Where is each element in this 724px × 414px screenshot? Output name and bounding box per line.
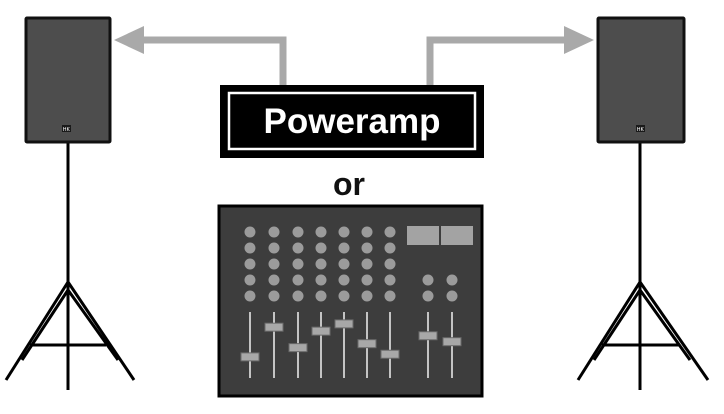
mixer-knob: [292, 290, 304, 302]
speaker-logo-text-left: HK: [63, 127, 71, 133]
mixer-knob: [244, 274, 256, 286]
mixer-display: [441, 226, 473, 245]
mixer-knob: [292, 242, 304, 254]
mixer-knob: [361, 258, 373, 270]
mixer-knob: [361, 290, 373, 302]
mixer-knob: [244, 290, 256, 302]
mixer-knob: [338, 274, 350, 286]
signal-arrow-right-line: [426, 36, 565, 86]
mixer-fader-knob: [264, 322, 284, 332]
speaker-cabinet-left: [24, 16, 112, 144]
mixer-knob: [268, 242, 280, 254]
poweramp-box: Poweramp: [220, 85, 484, 158]
signal-arrow-right-head: [564, 26, 594, 54]
mixer-knob: [338, 258, 350, 270]
mixer-knob: [315, 242, 327, 254]
speaker-logo-text-right: HK: [637, 127, 645, 133]
mixer-fader-knob: [418, 331, 438, 341]
mixer-fader-knob: [334, 319, 354, 329]
mixer: [217, 204, 484, 398]
mixer-knob: [292, 258, 304, 270]
mixer-displays: [407, 226, 473, 245]
mixer-knob: [384, 274, 396, 286]
mixer-knob: [446, 290, 458, 302]
mixer-knob: [446, 274, 458, 286]
mixer-knob: [384, 290, 396, 302]
mixer-fader-knob: [357, 339, 377, 349]
mixer-knob: [315, 274, 327, 286]
mixer-knob: [384, 226, 396, 238]
mixer-fader-knob: [311, 326, 331, 336]
speaker-stand-right: [576, 142, 710, 390]
mixer-knob: [338, 226, 350, 238]
mixer-faders: [240, 312, 462, 378]
speaker-left: HK: [4, 16, 136, 390]
signal-arrow-left-line: [140, 36, 287, 86]
mixer-fader-knob: [240, 352, 260, 362]
mixer-knob: [268, 258, 280, 270]
speaker-cabinet-right: [596, 16, 686, 144]
mixer-knob: [244, 242, 256, 254]
signal-arrows: [114, 26, 594, 86]
mixer-knob: [384, 242, 396, 254]
mixer-knob: [315, 290, 327, 302]
speaker-logo-right: [636, 125, 645, 132]
mixer-display: [407, 226, 439, 245]
mixer-knob: [361, 274, 373, 286]
mixer-knob: [338, 242, 350, 254]
mixer-knob: [361, 226, 373, 238]
speaker-logo-left: [62, 125, 71, 132]
mixer-knob: [268, 274, 280, 286]
mixer-fader-knob: [380, 349, 400, 359]
poweramp-label: Poweramp: [264, 102, 441, 141]
mixer-knob: [338, 290, 350, 302]
mixer-fader-knob: [442, 337, 462, 347]
speaker-right: HK: [576, 16, 710, 390]
mixer-knob: [422, 274, 434, 286]
mixer-knob: [384, 258, 396, 270]
mixer-knob: [422, 290, 434, 302]
mixer-knob: [268, 226, 280, 238]
mixer-knob: [244, 226, 256, 238]
mixer-knob: [315, 226, 327, 238]
speaker-stand-left: [4, 142, 136, 390]
mixer-knob: [268, 290, 280, 302]
signal-arrow-left-head: [114, 26, 144, 54]
mixer-knob: [292, 226, 304, 238]
mixer-knob: [361, 242, 373, 254]
or-label: or: [333, 166, 365, 202]
mixer-fader-knob: [288, 343, 308, 353]
mixer-knob: [315, 258, 327, 270]
mixer-knob: [244, 258, 256, 270]
mixer-knob: [292, 274, 304, 286]
mixer-knobs: [244, 226, 458, 302]
